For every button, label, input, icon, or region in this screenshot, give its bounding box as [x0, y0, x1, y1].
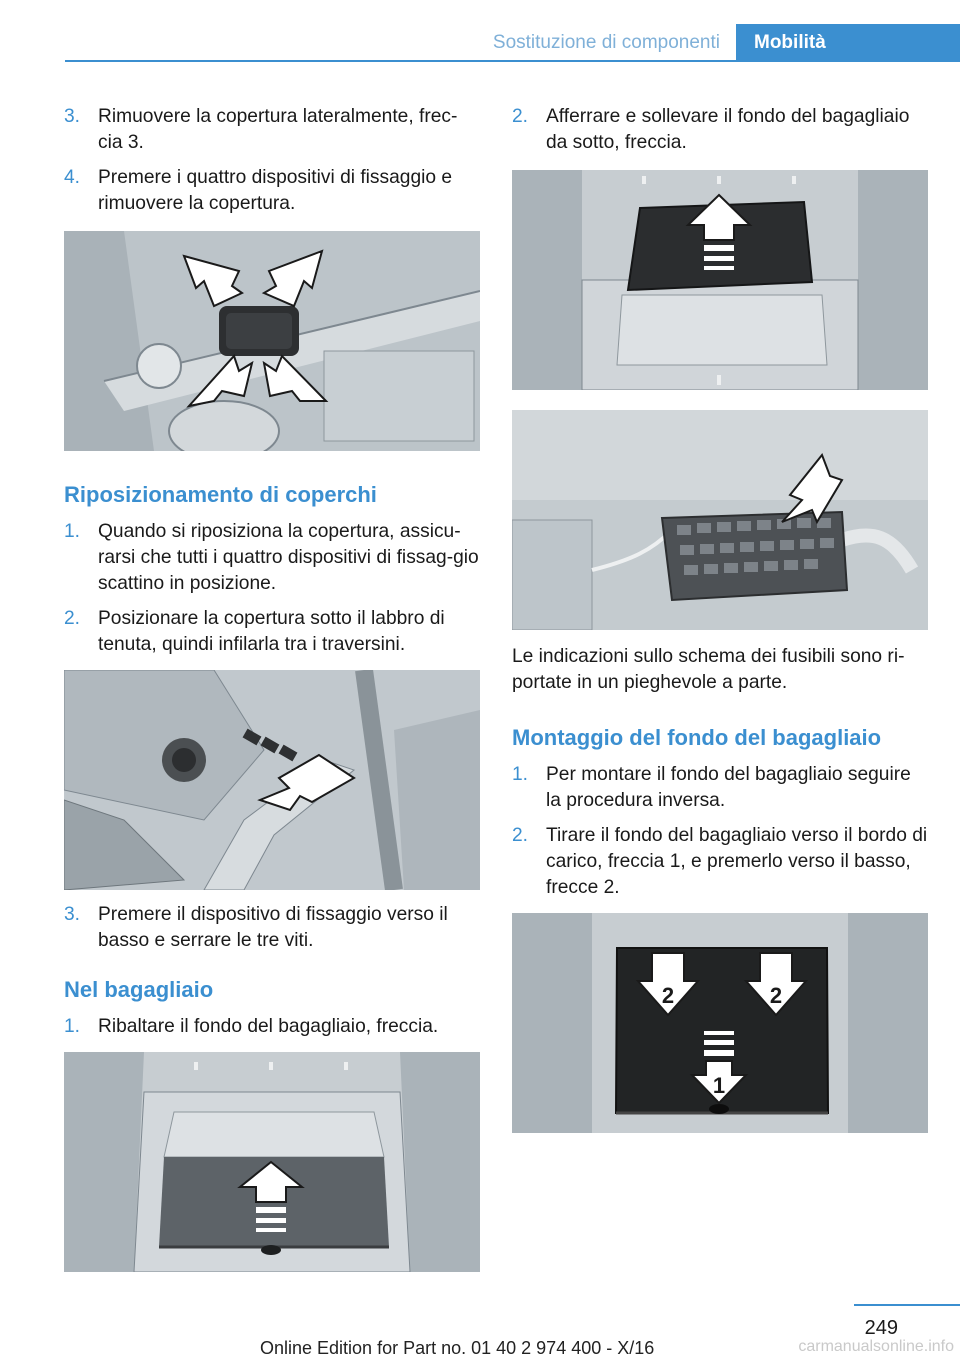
section-heading: Nel bagagliaio [64, 977, 214, 1002]
fuse-box-illustration [512, 410, 928, 630]
step-number: 3. [64, 106, 81, 127]
step-number: 3. [64, 904, 81, 925]
page-number: 249 [864, 1317, 898, 1339]
step-number: 1. [64, 1016, 81, 1037]
trunk-floor-fold-illustration [64, 1052, 480, 1272]
step-text: Premere il dispositivo di fissaggio vers… [98, 904, 448, 951]
step-item: 4. Premere i quattro dispositivi di fiss… [64, 165, 480, 217]
arrow-label-2-right: 2 [770, 983, 782, 1008]
step-number: 1. [512, 764, 529, 785]
step-item: 1. Per montare il fondo del bagagliaio s… [512, 762, 928, 814]
chapter-tab: Mobilità [736, 24, 960, 62]
step-item: 2. Tirare il fondo del bagagliaio verso … [512, 823, 928, 901]
left-column: 3. Rimuovere la copertura lateralmente, … [64, 104, 480, 1272]
info-paragraph: Le indicazioni sullo schema dei fusibili… [512, 646, 905, 693]
step-item: 3. Premere il dispositivo di fissaggio v… [64, 902, 480, 954]
figure-install-floor: 2 2 1 [512, 913, 928, 1133]
step-number: 2. [512, 825, 529, 846]
step-text: Afferrare e sollevare il fondo del bagag… [546, 106, 910, 153]
fastener-cover-illustration [64, 231, 480, 451]
step-item: 2. Afferrare e sollevare il fondo del ba… [512, 104, 928, 156]
section-heading: Riposizionamento di coperchi [64, 482, 377, 507]
lift-floor-illustration [512, 170, 928, 390]
figure-fastener-cover [64, 231, 480, 451]
figure-fuse-box [512, 410, 928, 630]
arrow-label-2-left: 2 [662, 983, 674, 1008]
figure-sealing-lip [64, 670, 480, 890]
figure-trunk-floor-fold [64, 1052, 480, 1272]
step-text: Per montare il fondo del bagagliaio segu… [546, 764, 911, 811]
footer-rule [854, 1304, 960, 1306]
step-text: Premere i quattro dispositivi di fissagg… [98, 167, 453, 214]
step-item: 1. Quando si riposiziona la copertura, a… [64, 519, 480, 597]
step-number: 4. [64, 167, 81, 188]
edition-note: Online Edition for Part no. 01 40 2 974 … [260, 1338, 655, 1358]
step-item: 1. Ribaltare il fondo del bagagliaio, fr… [64, 1014, 480, 1040]
section-title: Sostituzione di componenti [492, 32, 720, 53]
step-text: Tirare il fondo del bagagliaio verso il … [546, 825, 928, 898]
step-item: 2. Posizionare la copertura sotto il lab… [64, 606, 480, 658]
section-heading: Montaggio del fondo del bagagliaio [512, 725, 882, 750]
step-text: Rimuovere la copertura lateralmente, fre… [98, 106, 458, 153]
sealing-lip-illustration [64, 670, 480, 890]
step-text: Ribaltare il fondo del bagagliaio, frecc… [98, 1016, 439, 1037]
step-number: 1. [64, 521, 81, 542]
step-number: 2. [64, 608, 81, 629]
header-rule [65, 60, 960, 62]
step-number: 2. [512, 106, 529, 127]
step-text: Quando si riposiziona la copertura, assi… [98, 521, 479, 594]
install-floor-illustration: 2 2 1 [512, 913, 928, 1133]
step-item: 3. Rimuovere la copertura lateralmente, … [64, 104, 480, 156]
watermark: carmanualsonline.info [798, 1338, 954, 1355]
right-column: 2. Afferrare e sollevare il fondo del ba… [512, 104, 928, 1133]
step-text: Posizionare la copertura sotto il labbro… [98, 608, 445, 655]
arrow-label-1: 1 [713, 1073, 725, 1098]
figure-lift-floor [512, 170, 928, 390]
